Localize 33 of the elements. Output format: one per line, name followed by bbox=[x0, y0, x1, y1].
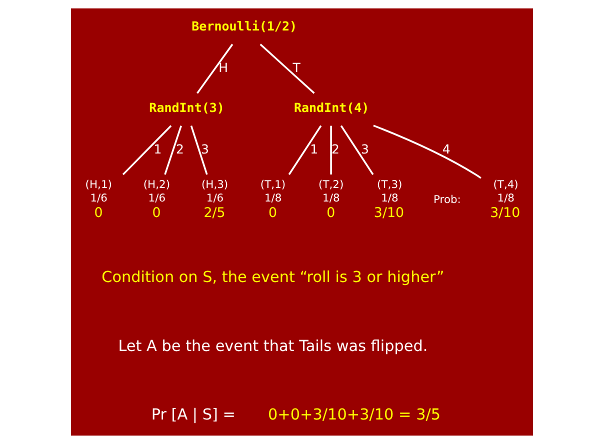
node-text: (H,2) 1/6 0 bbox=[143, 178, 170, 222]
connector bbox=[260, 44, 315, 94]
edge-label: 2 bbox=[332, 141, 340, 156]
connector bbox=[340, 125, 374, 175]
connector bbox=[373, 124, 482, 179]
node-text: (T,2) 1/8 0 bbox=[318, 178, 344, 222]
node-text: (T,1) 1/8 0 bbox=[260, 178, 286, 222]
connector bbox=[330, 126, 332, 175]
label: Prob: bbox=[434, 192, 461, 206]
edge-label: T bbox=[292, 60, 300, 76]
node-text: (H,1) 1/6 0 bbox=[85, 178, 112, 222]
edge-label: 1 bbox=[154, 141, 162, 156]
node-text: Bernoulli(1/2) bbox=[192, 18, 297, 34]
label: Pr [A | S] = bbox=[151, 406, 236, 424]
node-text: (T,3) 1/8 3/10 bbox=[374, 178, 404, 222]
edge-label: 1 bbox=[310, 141, 318, 156]
node-text: (H,3) 1/6 2/5 bbox=[201, 178, 228, 222]
node-text: (T,4) 1/8 3/10 bbox=[490, 178, 520, 222]
edge-label: 4 bbox=[442, 141, 450, 156]
connector bbox=[164, 126, 182, 175]
edge-label: 2 bbox=[176, 141, 184, 156]
label: Let A be the event that Tails was flipped. bbox=[118, 336, 428, 355]
edge-label: 3 bbox=[201, 141, 210, 156]
node-text: RandInt(3) bbox=[149, 100, 224, 115]
label: 0+0+3/10+3/10 = 3/5 bbox=[268, 406, 441, 424]
edge-label: 3 bbox=[361, 141, 369, 156]
connector bbox=[288, 125, 322, 175]
label: Condition on S, the event “roll is 3 or higher” bbox=[102, 268, 444, 286]
connector bbox=[196, 44, 234, 94]
edge-label: H bbox=[218, 60, 228, 76]
connector bbox=[190, 126, 208, 175]
node-text: RandInt(4) bbox=[294, 100, 370, 115]
connector bbox=[122, 125, 172, 176]
